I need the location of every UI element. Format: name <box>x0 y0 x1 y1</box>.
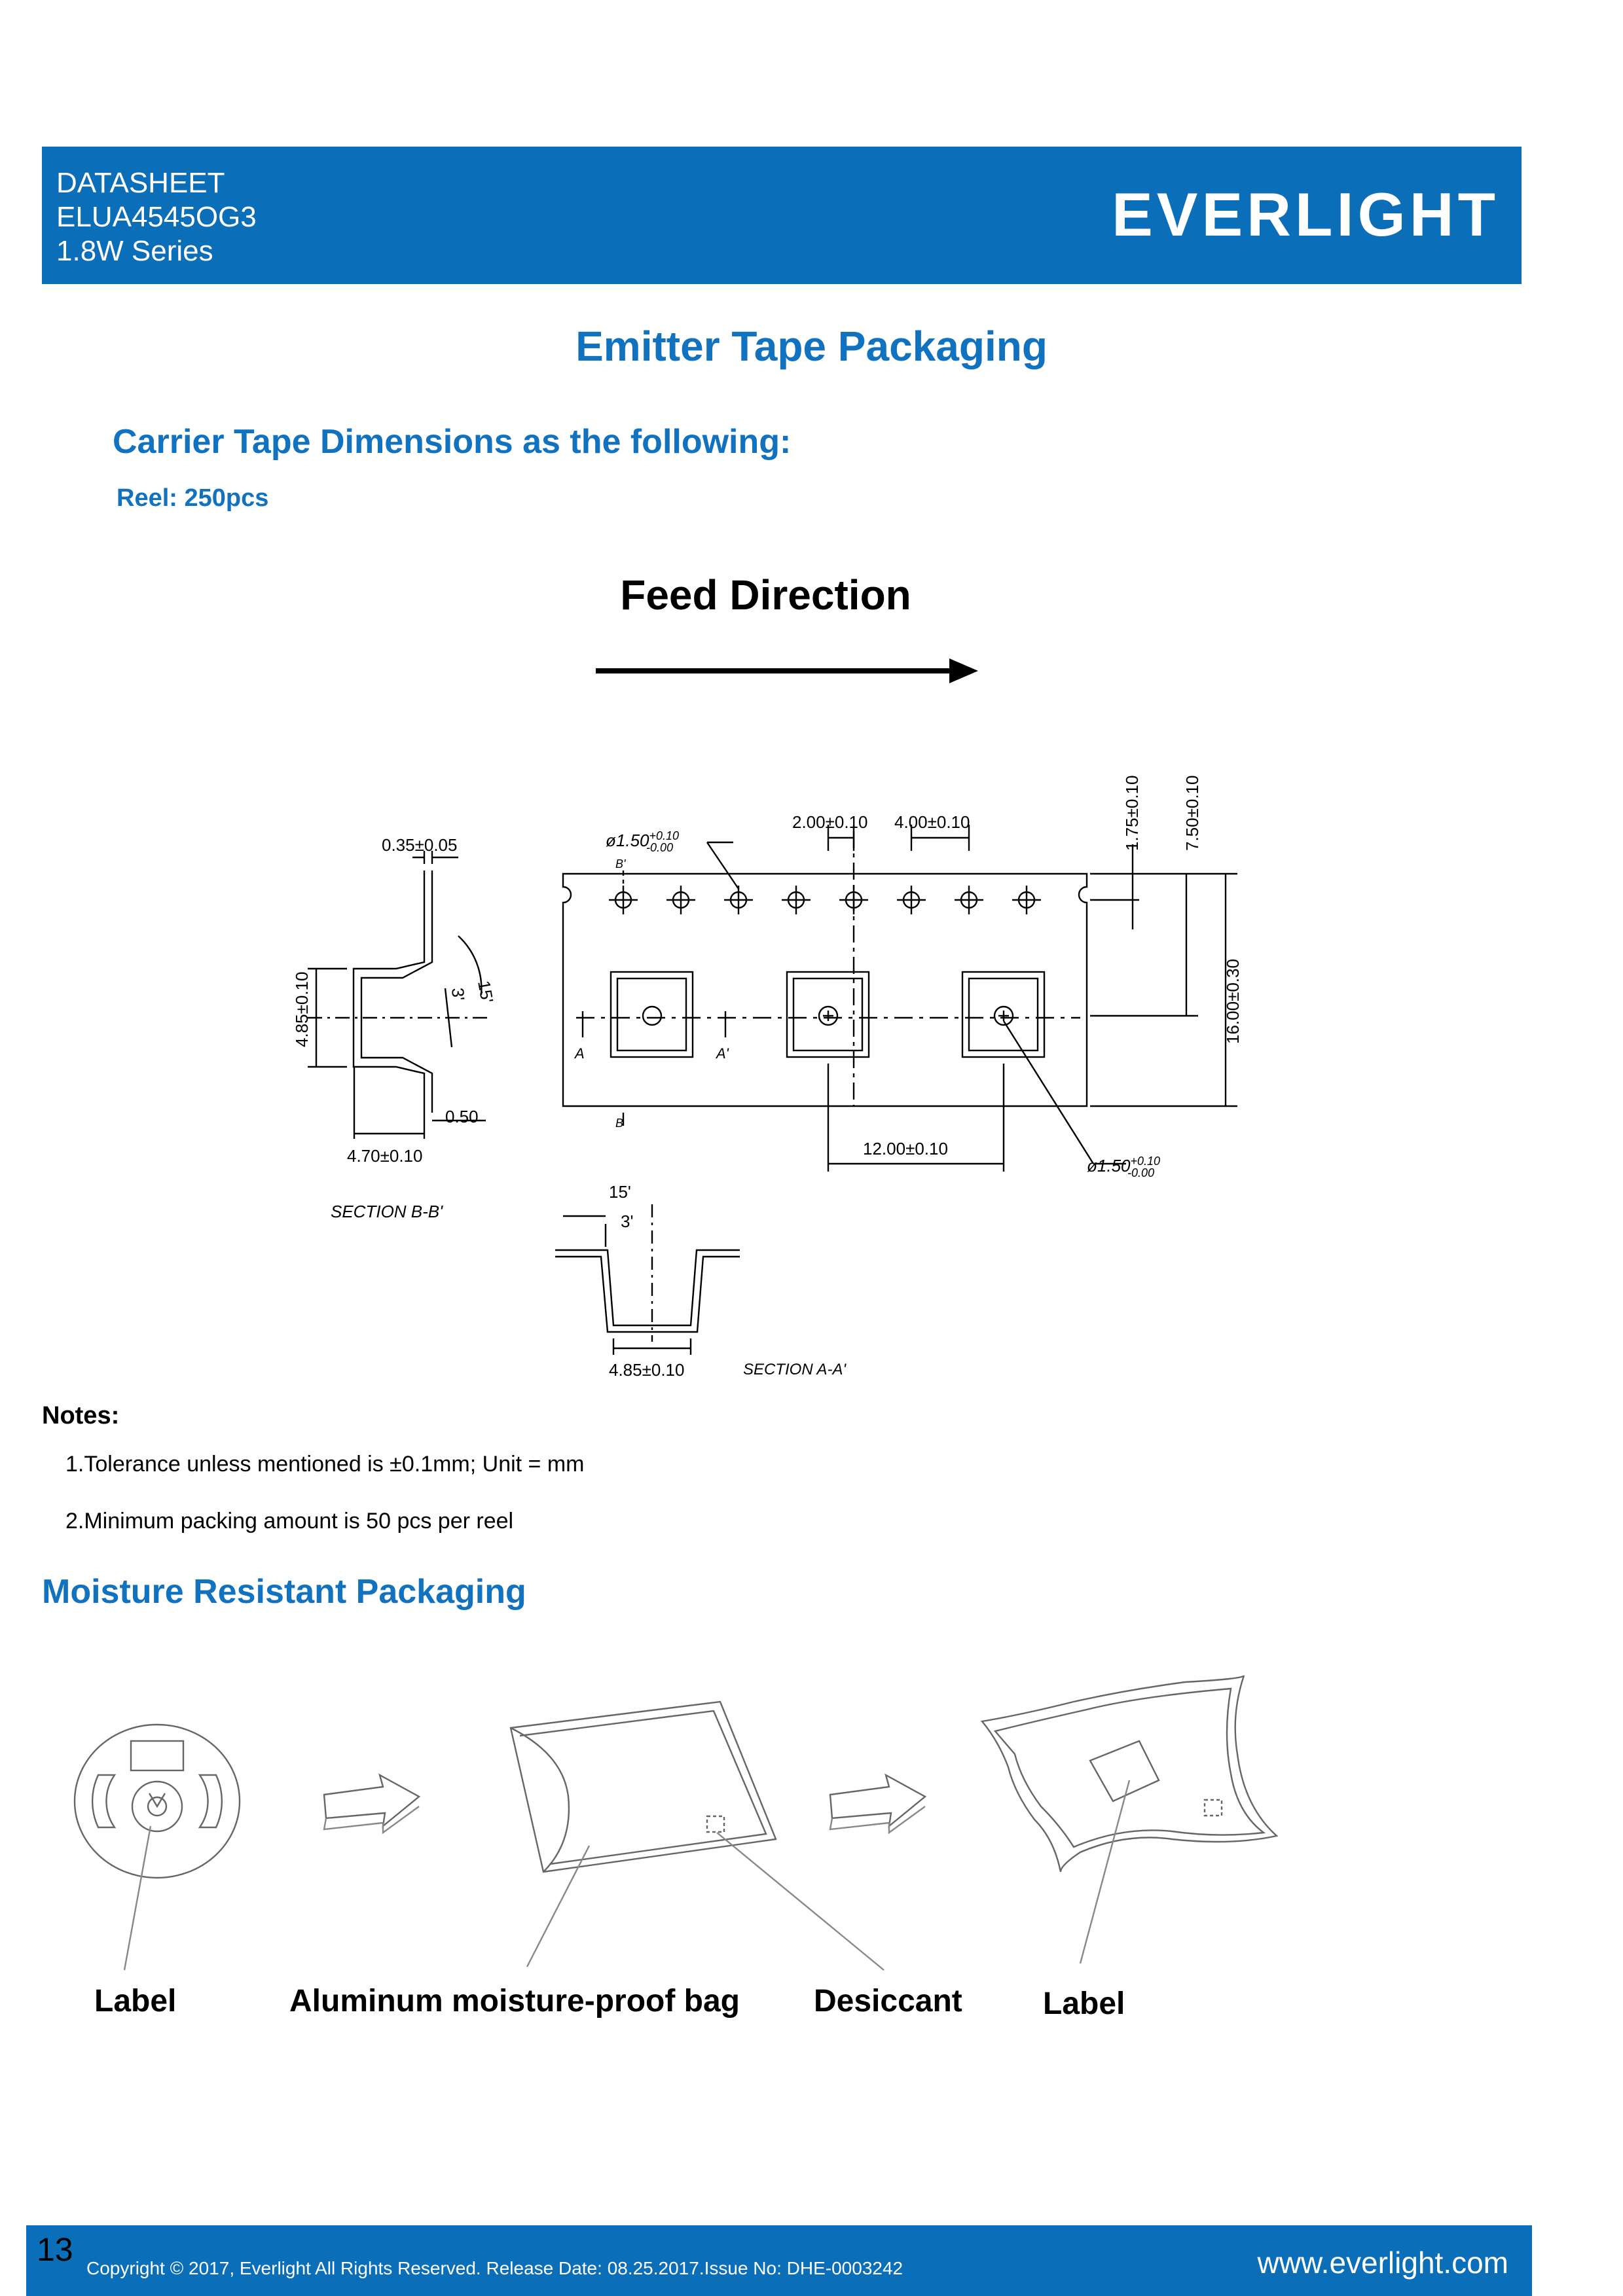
copyright-text: Copyright © 2017, Everlight All Rights R… <box>86 2258 903 2278</box>
note-item: 2.Minimum packing amount is 50 pcs per r… <box>65 1509 514 1534</box>
dim-edge: 1.75±0.10 <box>1122 776 1142 851</box>
aluminum-bag-icon <box>509 1700 777 1873</box>
dim-flange: 0.50 <box>445 1107 479 1126</box>
dim-pocket-pitch: 12.00±0.10 <box>863 1139 948 1158</box>
moisture-packaging-illustration <box>73 1674 1279 1971</box>
feed-direction-arrow-icon <box>596 658 978 683</box>
header-text: DATASHEET ELUA4545OG3 1.8W Series <box>56 166 257 268</box>
dim-bottom: 4.85±0.10 <box>609 1360 684 1380</box>
dim-hole-dia-pocket: ø1.50+0.10-0.00 <box>1087 1155 1160 1179</box>
section-aa-view <box>555 1204 740 1355</box>
section-bb-view <box>308 851 491 1139</box>
tape-pockets <box>610 971 1046 1058</box>
caption-label-bag: Label <box>1043 1986 1125 2021</box>
reel-icon <box>73 1723 241 1879</box>
everlight-logo: EVERLIGHT <box>1112 180 1499 249</box>
section-bb-label: SECTION B-B' <box>331 1202 443 1221</box>
caption-aluminum-bag: Aluminum moisture-proof bag <box>289 1984 740 2018</box>
page-title: Emitter Tape Packaging <box>575 323 1048 370</box>
mark-b: B <box>615 1117 623 1130</box>
caption-label-reel: Label <box>94 1984 177 2018</box>
carrier-tape-heading: Carrier Tape Dimensions as the following… <box>113 423 792 461</box>
page-footer: 13 Copyright © 2017, Everlight All Right… <box>26 2225 1532 2296</box>
arrow-icon <box>323 1773 421 1835</box>
dim-pitch-4: 4.00±0.10 <box>894 812 970 832</box>
note-item: 1.Tolerance unless mentioned is ±0.1mm; … <box>65 1452 585 1477</box>
angle-3-aa: 3' <box>621 1211 633 1231</box>
sealed-bag-icon <box>980 1674 1279 1873</box>
dim-center: 7.50±0.10 <box>1182 776 1202 851</box>
page-number: 13 <box>37 2231 73 2268</box>
caption-desiccant: Desiccant <box>814 1984 962 2018</box>
page-header: DATASHEET ELUA4545OG3 1.8W Series EVERLI… <box>42 147 1522 284</box>
mark-a: A <box>574 1045 585 1062</box>
mark-a-prime: A' <box>715 1045 729 1062</box>
feed-direction-label: Feed Direction <box>620 571 911 619</box>
sprocket-holes <box>609 886 1041 914</box>
part-number: ELUA4545OG3 <box>56 201 257 233</box>
dim-depth-bb: 4.85±0.10 <box>292 972 312 1047</box>
angle-15-bb: 15' <box>474 979 497 1005</box>
dim-pocket-length: 4.70±0.10 <box>347 1146 422 1166</box>
dim-pitch-2: 2.00±0.10 <box>792 812 867 832</box>
dim-hole-dia-top: ø1.50+0.10-0.00 <box>606 829 679 854</box>
moisture-packaging-heading: Moisture Resistant Packaging <box>42 1573 526 1611</box>
section-aa-label: SECTION A-A' <box>743 1361 847 1378</box>
mark-b-prime: B' <box>615 857 626 870</box>
arrow-icon <box>829 1773 927 1835</box>
angle-3-bb: 3' <box>448 987 469 1001</box>
dim-tape-width: 16.00±0.30 <box>1223 959 1243 1044</box>
tape-top-view <box>562 825 1237 1172</box>
carrier-tape-drawing: 0.35±0.05 4.85±0.10 4.70±0.10 0.50 15' 3… <box>292 776 1243 1380</box>
angle-15-aa: 15' <box>609 1182 631 1202</box>
notes-title: Notes: <box>42 1402 120 1429</box>
series-name: 1.8W Series <box>56 235 213 267</box>
doc-type: DATASHEET <box>56 167 225 199</box>
dim-thickness: 0.35±0.05 <box>382 835 457 855</box>
website-link[interactable]: www.everlight.com <box>1257 2246 1508 2280</box>
reel-quantity: Reel: 250pcs <box>117 484 269 512</box>
